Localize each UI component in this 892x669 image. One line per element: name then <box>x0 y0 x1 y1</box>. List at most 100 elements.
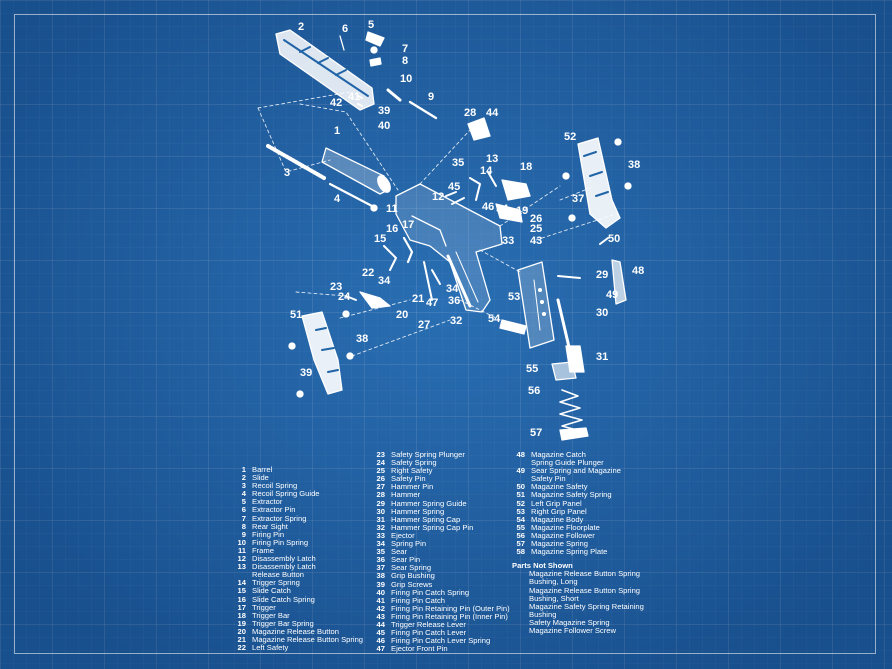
callout-number: 5 <box>368 19 374 31</box>
right-grip-panel-part <box>577 137 621 229</box>
legend-part-number: 20 <box>237 626 246 636</box>
callout-number: 54 <box>488 313 501 325</box>
legend-part-number: 36 <box>376 555 385 565</box>
not-shown-item: Magazine Release Button Spring <box>529 585 641 595</box>
legend-part-number: 2 <box>241 473 246 483</box>
callout-number: 37 <box>572 193 584 205</box>
callout-number: 22 <box>362 267 374 279</box>
not-shown-item: Safety Magazine Spring <box>529 617 610 627</box>
callout-number: 41 <box>348 91 360 103</box>
blueprint-frame <box>14 14 876 654</box>
legend-part-name: Sear <box>391 547 408 557</box>
magazine-spring-part <box>559 389 585 433</box>
legend-part-number: 15 <box>237 586 246 596</box>
callout-number: 8 <box>402 55 408 67</box>
legend-part-number: 6 <box>241 505 246 515</box>
callout-number: 12 <box>432 191 444 203</box>
legend-part-name: Firing Pin Catch Lever Spring <box>391 636 491 646</box>
legend-part-name: Frame <box>252 545 274 555</box>
callout-number: 11 <box>386 203 398 215</box>
callout-number: 18 <box>520 161 532 173</box>
legend-part-number: 30 <box>376 506 385 516</box>
legend-part-number: 47 <box>376 644 385 654</box>
callout-number: 31 <box>596 351 608 363</box>
callout-number: 24 <box>338 291 351 303</box>
slide-catch-part <box>383 245 397 271</box>
callout-number: 50 <box>608 233 620 245</box>
legend-part-number: 10 <box>237 537 246 547</box>
legend-part-number: 7 <box>241 513 246 523</box>
legend-part-number: 23 <box>376 450 385 459</box>
callout-number: 34 <box>496 203 509 215</box>
legend-part-number: 19 <box>237 618 246 628</box>
callout-number: 14 <box>480 165 493 177</box>
legend-part-number: 39 <box>376 579 385 589</box>
legend-part-name: Extractor Pin <box>252 505 296 515</box>
trigger-part <box>402 236 414 264</box>
not-shown-item: Bushing, Long <box>529 577 578 587</box>
callout-number: 52 <box>564 131 576 143</box>
legend-row: Safety Pin <box>512 475 644 483</box>
callout-number: 45 <box>448 181 460 193</box>
callout-number: 57 <box>530 427 542 439</box>
legend-part-number: 42 <box>376 603 385 613</box>
left-safety-part <box>359 291 391 309</box>
legend-part-name: Firing Pin Retaining Pin (Inner Pin) <box>391 611 508 621</box>
legend-part-number: 58 <box>516 547 525 557</box>
legend-part-name: Safety Spring <box>391 458 437 468</box>
callout-number: 6 <box>342 23 348 35</box>
legend-part-number: 11 <box>237 545 246 555</box>
callout-number: 20 <box>396 309 408 321</box>
callout-number: 15 <box>374 233 386 245</box>
legend-part-name: Extractor <box>252 497 283 507</box>
legend-part-number: 3 <box>241 481 246 491</box>
legend-part-name: Sear Spring <box>391 563 432 573</box>
legend-part-name: Trigger Bar <box>252 610 290 620</box>
callout-number: 3 <box>284 167 290 179</box>
legend-part-number: 49 <box>516 466 525 476</box>
barrel-part <box>321 147 391 195</box>
callout-number: 9 <box>428 91 434 103</box>
legend-part-number: 40 <box>376 587 385 597</box>
slide-part <box>275 29 375 111</box>
legend-part-name: Safety Pin <box>531 474 566 484</box>
callout-number: 36 <box>448 295 460 307</box>
callout-number: 23 <box>330 281 342 293</box>
callout-number: 29 <box>596 269 608 281</box>
legend-part-name: Magazine Spring Plate <box>531 547 608 557</box>
magazine-body-part <box>517 261 555 349</box>
callout-number: 40 <box>378 120 390 132</box>
callout-number: 28 <box>464 107 476 119</box>
legend-part-number: 45 <box>376 628 385 638</box>
legend-part-name: Magazine Safety <box>531 482 588 492</box>
legend-part-number: 53 <box>516 506 525 516</box>
legend-part-name: Grip Bushing <box>391 571 435 581</box>
legend-part-number: 41 <box>376 595 385 605</box>
legend-part-name: Spring Guide Plunger <box>531 458 604 468</box>
